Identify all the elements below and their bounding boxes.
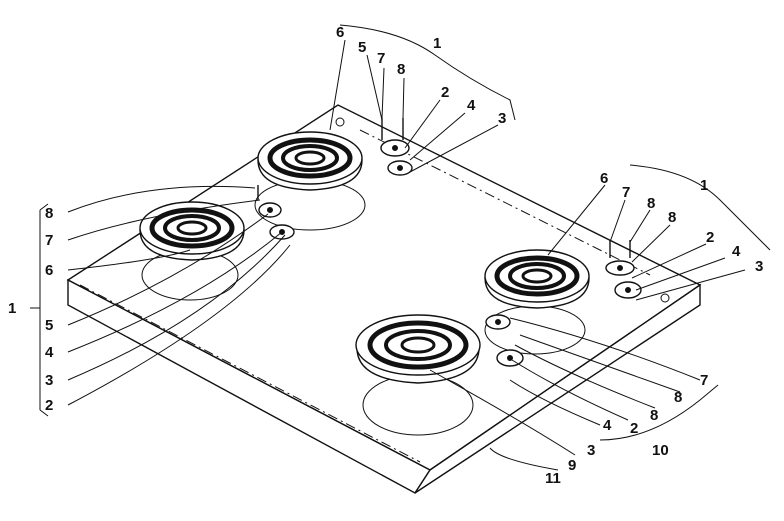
callout-label: 7 [622,184,630,201]
callout-label: 8 [647,195,655,212]
callout-label: 7 [700,372,708,389]
callout-label: 4 [603,417,612,434]
callout-label: 9 [568,457,576,474]
callout-label: 8 [397,61,405,78]
callout-label: 10 [652,442,669,459]
burner-front-right [355,314,481,436]
callout-label: 6 [336,24,344,41]
callout-label: 3 [755,258,763,275]
callout-label: 5 [358,39,366,56]
callout-label: 8 [650,407,658,424]
callout-label: 1 [8,300,16,317]
callout-label: 2 [706,229,714,246]
callout-label: 7 [377,50,385,67]
callout-label: 6 [600,170,608,187]
terminal-block-bottom [485,314,524,367]
callout-label: 8 [45,205,53,222]
callout-label: 3 [587,442,595,459]
terminal-block-right [605,240,642,299]
terminal-block-top [380,118,413,176]
leader-lines [30,24,771,471]
burner-back-right [484,249,590,355]
callout-label: 11 [545,470,561,487]
callout-label: 2 [441,84,449,101]
callout-label: 5 [45,317,53,334]
callout-label: 3 [45,372,53,389]
cooktop-slab [66,104,702,494]
callout-label: 2 [45,397,53,414]
callout-label: 4 [467,97,476,114]
callout-label: 1 [433,35,441,52]
callout-label: 1 [700,177,708,194]
callout-label: 4 [732,243,741,260]
callout-label: 2 [630,420,638,437]
callout-label: 8 [674,389,682,406]
callout-label: 7 [45,232,53,249]
callout-label: 6 [45,262,53,279]
burner-back-left [254,131,366,231]
callout-label: 4 [45,344,54,361]
callout-label: 3 [498,110,506,127]
callout-label: 8 [668,209,676,226]
callout-labels: 6 5 7 8 1 2 4 3 8 7 6 1 5 4 3 2 6 7 8 8 … [8,24,763,487]
